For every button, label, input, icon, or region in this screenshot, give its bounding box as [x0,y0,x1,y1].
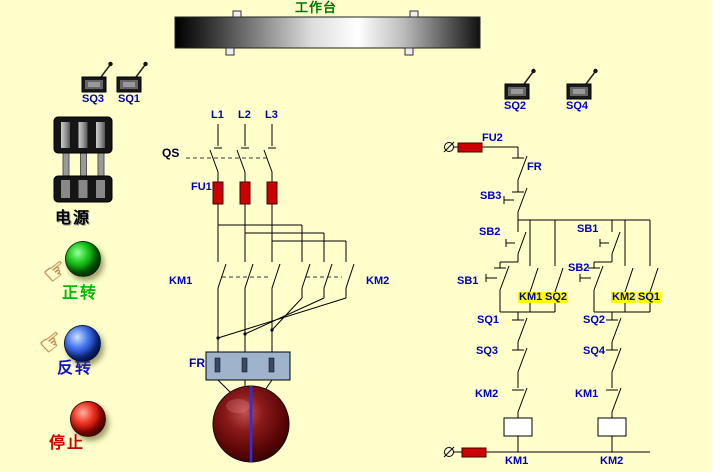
worktable-bar [174,10,481,56]
km1-sealin-label: KM1 [518,291,544,303]
reverse-label: 反转 [57,360,94,377]
km2-sealin-label: KM2 [611,291,637,303]
sq2-limit-label: SQ2 [583,314,606,326]
phase-l1-label: L1 [211,109,224,121]
limit-switch-sq3[interactable] [81,61,113,93]
stop-button[interactable] [70,401,106,437]
fu2-label: FU2 [482,132,503,144]
km1-main-label: KM1 [169,275,193,287]
sq4-limit-label: SQ4 [583,345,606,357]
sb1-interlock-label: SB1 [457,275,479,287]
motor [212,385,290,463]
reverse-button[interactable] [64,325,101,362]
phase-l2-label: L2 [238,109,251,121]
sq3-device-label: SQ3 [82,93,105,105]
km1-interlock-label: KM1 [575,388,599,400]
stop-label: 停止 [49,435,86,452]
fr-main-label: FR [189,356,205,370]
sq4-device-label: SQ4 [566,100,589,112]
km2-main-label: KM2 [366,275,390,287]
forward-button[interactable] [65,241,101,277]
sb3-label: SB3 [480,190,502,202]
window-edge [712,0,722,472]
forward-label: 正转 [62,285,99,302]
sq1-sealin-label: SQ1 [637,291,662,303]
thermal-relay-fr [205,351,291,381]
sb2-forward-start-label: SB2 [479,226,501,238]
km2-interlock-label: KM2 [475,388,499,400]
fr-ctrl-label: FR [527,161,542,173]
sb2-interlock-label: SB2 [568,262,590,274]
power-knife-switch[interactable] [53,116,113,203]
km1-coil-label: KM1 [505,455,529,467]
sb1-reverse-start-label: SB1 [577,223,599,235]
sq3-limit-label: SQ3 [476,345,499,357]
sq1-device-label: SQ1 [118,93,141,105]
fu1-label: FU1 [191,181,212,193]
sq1-limit-label: SQ1 [477,314,500,326]
limit-switch-sq1[interactable] [116,61,148,93]
worktable-title: 工作台 [295,0,338,15]
km2-coil-label: KM2 [600,455,624,467]
phase-l3-label: L3 [265,109,278,121]
sq2-device-label: SQ2 [504,100,527,112]
qs-label: QS [162,146,180,160]
main-circuit-wiring [186,124,355,401]
limit-switch-sq4[interactable] [566,68,598,100]
power-label: 电源 [55,210,92,227]
limit-switch-sq2[interactable] [504,68,536,100]
sq2-sealin-label: SQ2 [544,291,569,303]
